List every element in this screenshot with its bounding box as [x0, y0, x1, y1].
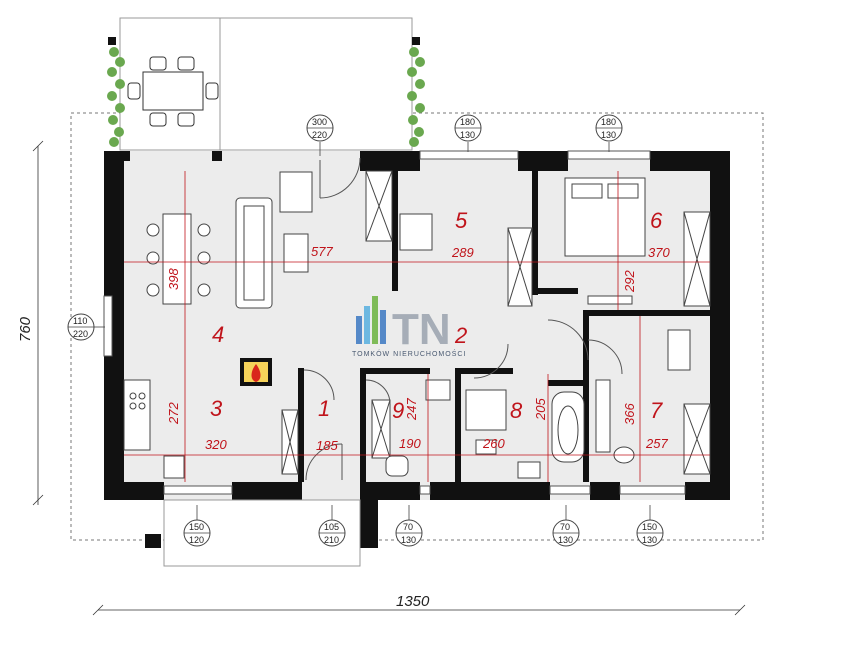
- svg-text:150: 150: [189, 522, 204, 532]
- svg-text:300: 300: [312, 117, 327, 127]
- room-number-1: 1: [318, 396, 330, 421]
- room-dim-3: 320: [205, 437, 227, 452]
- opening-markers: 300 220 180 130 180 130 110 220 150 120: [67, 114, 664, 547]
- watermark-caption: TOMKÓW NIERUCHOMOŚCI: [352, 349, 466, 358]
- svg-text:130: 130: [401, 535, 416, 545]
- svg-text:110: 110: [73, 316, 87, 326]
- room-number-2: 2: [454, 323, 467, 348]
- room-dimension-lines: [124, 171, 710, 482]
- room-dim-9b: 247: [404, 398, 419, 421]
- watermark-logo: TN TOMKÓW NIERUCHOMOŚCI: [352, 296, 466, 358]
- plant-right-icon: [407, 47, 425, 147]
- room-dim-6b: 292: [622, 270, 637, 293]
- room-number-4: 4: [212, 322, 224, 347]
- svg-text:150: 150: [642, 522, 657, 532]
- overall-height-label: 760: [17, 316, 34, 342]
- wardrobes: [281, 170, 711, 475]
- room-number-7: 7: [650, 398, 663, 423]
- svg-text:70: 70: [560, 522, 570, 532]
- room-number-8: 8: [510, 398, 523, 423]
- svg-text:105: 105: [324, 522, 339, 532]
- door-swings: [303, 157, 623, 481]
- opening-marker: 110 220: [67, 313, 105, 341]
- opening-marker: 105 210: [318, 505, 346, 547]
- svg-text:130: 130: [558, 535, 573, 545]
- room-number-6: 6: [650, 208, 663, 233]
- opening-marker: 180 130: [595, 114, 623, 152]
- room-dim-4c: 272: [166, 402, 181, 425]
- opening-marker: 70 130: [395, 505, 423, 547]
- stairs: [279, 171, 313, 213]
- svg-text:130: 130: [642, 535, 657, 545]
- overall-width-label: 1350: [396, 593, 430, 610]
- svg-text:210: 210: [324, 535, 339, 545]
- opening-marker: 150 130: [636, 505, 664, 547]
- opening-marker: 180 130: [454, 114, 482, 152]
- opening-marker: 150 120: [183, 505, 211, 547]
- coffee-table: [283, 233, 309, 273]
- svg-text:130: 130: [460, 130, 475, 140]
- room-dim-6: 370: [648, 245, 670, 260]
- svg-text:180: 180: [601, 117, 616, 127]
- overall-dimensions: [32, 140, 746, 616]
- opening-marker: 300 220: [306, 114, 334, 156]
- room-labels: 1 185 2 3 320 4 577 398 272 5 289 6 370 …: [166, 208, 670, 453]
- room-number-5: 5: [455, 208, 468, 233]
- svg-text:130: 130: [601, 130, 616, 140]
- outer-walls: [104, 151, 730, 548]
- kitchen-counter: [123, 379, 151, 451]
- room-dim-1: 185: [316, 438, 338, 453]
- room-dim-7b: 366: [622, 403, 637, 425]
- terrace: [108, 17, 420, 151]
- room-dim-9: 190: [399, 436, 421, 451]
- opening-marker: 70 130: [552, 505, 580, 547]
- svg-text:70: 70: [403, 522, 413, 532]
- plant-left-icon: [107, 47, 125, 147]
- interior-walls: [298, 165, 710, 482]
- shower: [465, 389, 507, 431]
- room-dim-5: 289: [451, 245, 474, 260]
- furniture: [123, 171, 691, 479]
- watermark-logo-text: TN: [392, 305, 451, 354]
- fireplace-icon: [240, 358, 272, 386]
- svg-text:220: 220: [312, 130, 327, 140]
- svg-text:120: 120: [189, 535, 204, 545]
- room-number-3: 3: [210, 396, 223, 421]
- room-dim-8b: 205: [533, 398, 548, 421]
- room-number-9: 9: [392, 398, 404, 423]
- svg-text:220: 220: [73, 329, 88, 339]
- svg-text:180: 180: [460, 117, 475, 127]
- room-dim-7: 257: [645, 436, 668, 451]
- room-dim-4: 577: [311, 244, 333, 259]
- room-dim-4b: 398: [166, 268, 181, 290]
- dining-table: [162, 213, 192, 305]
- room-dim-8: 260: [482, 436, 505, 451]
